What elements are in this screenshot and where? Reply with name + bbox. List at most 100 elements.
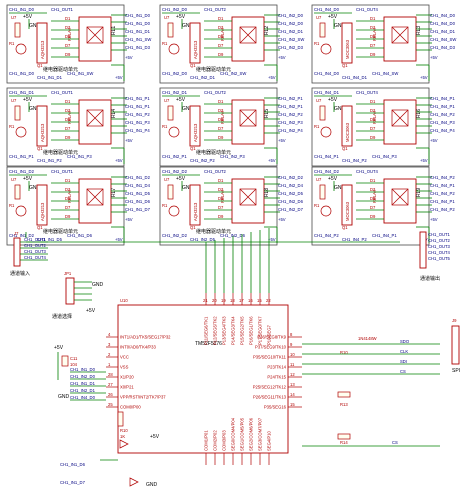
bottom-vcc-label: +5V [420,75,428,80]
mcu-pin-label: P11/SEG6/TK1 [204,316,209,345]
relay-label: RELAY [372,27,377,41]
right-vcc-label: +5V [430,138,438,143]
connector-net-label: CH1_OUT2 [428,238,451,243]
bottom-net-label: CH1_IN1_P2 [37,158,62,163]
bottom-net-label: CH1_IN4_P2 [314,233,339,238]
transistor-symbol [168,43,180,55]
driver-ic-name: AQH3213 [40,202,45,221]
relay-label: RELAY [220,189,225,203]
bottom-net-label: CH1_IN2_D1 [190,75,216,80]
resistor [117,411,124,427]
driver-ic [341,184,353,226]
mcu-name: TM52F5276 [195,341,222,347]
right-net-label: CH1_IN1_P1 [125,96,150,101]
resistor-ref: R1 [162,203,168,208]
right-net-label: CH1_IN2_D0 [278,21,304,26]
gnd-label: GND [182,106,194,112]
mcu-pin-label: INT1/AD1/TK5/SEG17/P32 [120,335,171,340]
relay-box [231,16,265,62]
vcc-label: +5V [176,14,186,20]
unit-frame [311,4,430,84]
resistor-ref: R1 [162,124,168,129]
vcc-label: +5V [328,176,338,182]
right-net-label: CH1_IN2_P2 [278,112,303,117]
driver-ref: Q1 [37,63,43,68]
driver-ic-name: AQH3213 [193,123,198,142]
mcu-pin-number: 12 [290,372,295,377]
relay-coil [86,26,104,44]
driver-ic-name: AQH3213 [40,40,45,59]
driver-ref: Q1 [342,225,348,230]
driver-ic [341,105,353,147]
gnd-label: GND [92,282,104,288]
right-net-label: CH1_IN2_P4 [278,128,303,133]
relay-label: RELAY [372,189,377,203]
gnd-label: GND [58,394,70,400]
resistor [167,105,174,121]
resistor [319,22,326,38]
bottom-net-label: CH1_IN4_P2 [342,158,367,163]
mcu-pin-label: VCC [120,355,129,360]
relay-pin-label: D5 [218,196,224,201]
relay-coil [391,109,409,127]
spi-net-label: SDI [400,359,407,364]
connector-j7 [13,237,21,267]
unit-caption: 继电器驱动单元 [43,66,78,73]
right-net-label: CH1_IN1_D6 [125,199,151,204]
right-net-label: CH1_IN2_D2 [278,175,304,180]
relay-ref: RL8 [264,188,270,197]
driver-ic [36,22,48,64]
resistor-ref: R1 [9,124,15,129]
resistor-ref: R10 [120,428,128,433]
right-net-label: CH1_IN4_P1 [430,104,455,109]
right-net-label: CH1_IN4_P3 [430,120,455,125]
unit-output-label: CH1_OUT4 [356,7,379,12]
bottom-net-label: CH1_IN1_D7 [60,480,86,485]
connector-ref: J9 [452,318,457,323]
led-symbol [119,439,129,449]
mcu-pin-number: 27 [108,382,113,387]
mcu-pin-label: SEG2/COM6/P06 [249,417,254,451]
bottom-net-label: CH1_IN1_SW [67,71,93,76]
unit-ref: U7 [164,98,170,103]
right-net-label: CH1_IN1_P1 [125,104,150,109]
mcu-pin-number: 8 [290,332,293,337]
mcu-pin-number: 13 [290,382,295,387]
right-net-label: CH1_IN4_P2 [430,207,455,212]
spi-net-label: CS [400,369,406,374]
mcu-pin-number: 17 [239,298,244,303]
relay-diag [86,26,104,44]
right-net-label: CH1_IN1_D0 [125,21,151,26]
left-net-label: CH1_IN1_D1 [70,381,96,386]
bottom-net-label: CH1_IN2_D2 [162,233,188,238]
vcc-label: +5V [23,14,33,20]
bottom-net-label: CH1_IN4_P1 [372,233,397,238]
right-net-label: CH1_IN2_P3 [278,120,303,125]
relay-pin-label: D1 [218,16,224,21]
relay-pin-label: D1 [370,99,376,104]
right-vcc-label: +5V [430,217,438,222]
mcu-pin-label: SEG0/COM4/P04 [231,417,236,451]
unit-ref: U7 [316,15,322,20]
unit-ref: U7 [11,177,17,182]
driver-ref: Q1 [342,146,348,151]
mcu-pin-label: P14/SEG3/TK4 [231,316,236,345]
right-net-label: CH1_IN4_SW [430,37,456,42]
connector-net-label: CH1_OUT2 [24,243,47,248]
bottom-net-label: CH1_IN1_D5 [37,237,63,242]
unit-frame [6,87,125,167]
unit-output-label: CH1_OUT4 [356,90,379,95]
gnd-label: GND [182,23,194,29]
transistor-symbol [320,126,332,138]
right-vcc-label: +5V [278,217,286,222]
resistor-ref: R1 [9,203,15,208]
bottom-net-label: CH1_IN1_P3 [67,154,92,159]
bottom-vcc-label: +5V [115,237,123,242]
relay-coil [86,109,104,127]
right-vcc-label: +5V [278,55,286,60]
relay-coil [391,188,409,206]
relay-pin-label: D7 [370,205,376,210]
relay-pin-label: D7 [370,126,376,131]
left-net-label: CH1_IN1_D0 [70,367,96,372]
